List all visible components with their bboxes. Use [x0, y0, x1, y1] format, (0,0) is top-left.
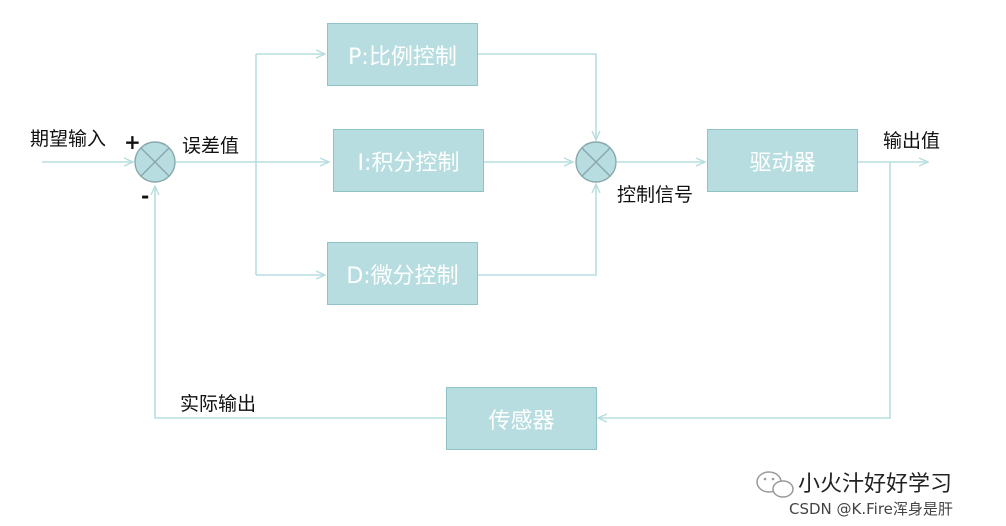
wechat-logo-icon: [756, 471, 794, 498]
plus-sign: +: [124, 130, 141, 154]
p-output-line: [478, 53, 596, 140]
summing-junction-2: [575, 141, 617, 183]
input-label: 期望输入: [30, 128, 107, 150]
error-label: 误差值: [182, 135, 240, 157]
p-control-block: P:比例控制: [327, 23, 478, 86]
sensor-block: 传感器: [446, 387, 597, 450]
minus-sign: -: [141, 184, 150, 208]
actual-output-label: 实际输出: [180, 393, 257, 415]
i-control-block: I:积分控制: [333, 129, 484, 192]
watermark-account: 小火汁好好学习: [798, 472, 953, 497]
watermark-csdn: CSDN @K.Fire浑身是肝: [789, 500, 953, 518]
driver-block: 驱动器: [707, 129, 858, 192]
feedback-to-sensor: [598, 162, 891, 418]
control-signal-label: 控制信号: [617, 184, 694, 206]
d-control-block: D:微分控制: [327, 242, 478, 305]
feedback-to-junction: [155, 186, 446, 419]
d-output-line: [478, 184, 596, 276]
summing-junction-1: [134, 141, 176, 183]
output-label: 输出值: [883, 130, 941, 152]
